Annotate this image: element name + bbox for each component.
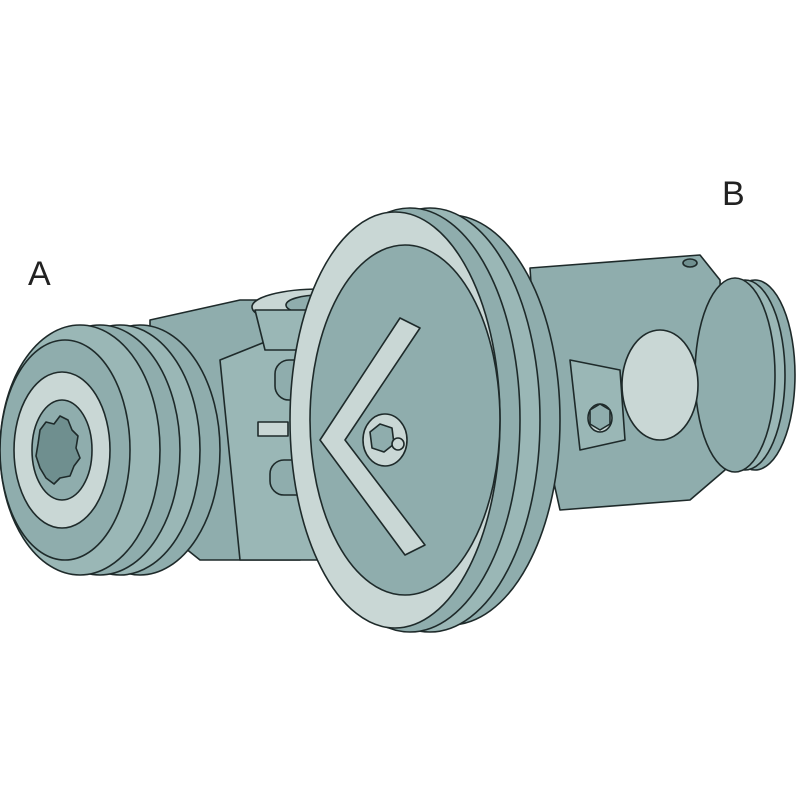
grease-nipple-b [569, 359, 626, 451]
friction-clutch-disc [289, 207, 561, 633]
end-a-splined-hub [0, 324, 221, 576]
label-end-b: B [722, 175, 745, 213]
grease-nipple-a [362, 413, 408, 467]
label-end-a: A [28, 255, 51, 293]
end-b-yoke [529, 254, 796, 511]
